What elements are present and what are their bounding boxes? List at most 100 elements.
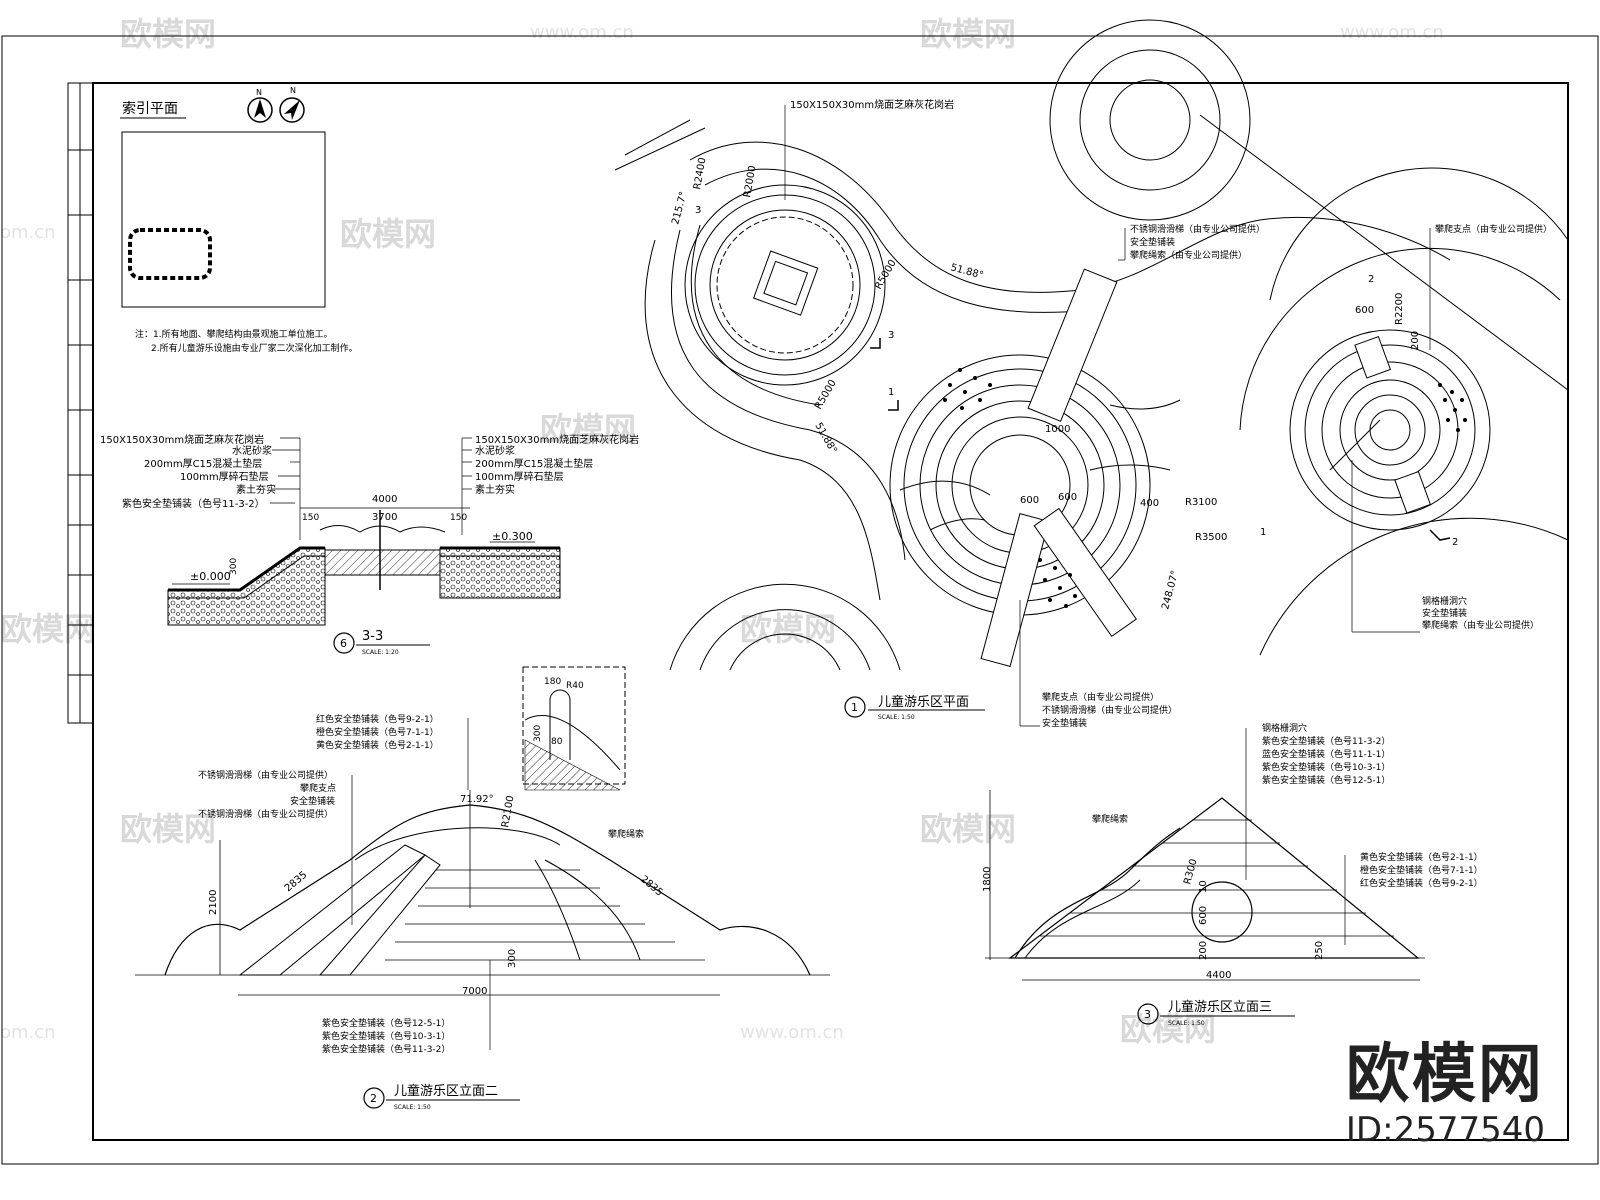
svg-text:300: 300 [507,949,518,968]
north-arrow-icon: N N [247,86,305,123]
svg-text:紫色安全垫铺装（色号12-5-1）: 紫色安全垫铺装（色号12-5-1） [322,1017,450,1029]
watermark-site: www.om.cn [740,1022,844,1043]
svg-text:R3100: R3100 [1185,497,1217,508]
svg-text:51.88°: 51.88° [812,421,838,456]
svg-text:248.07°: 248.07° [1160,569,1181,610]
plan-scale: SCALE: 1:50 [878,714,915,721]
watermark-badge: 欧模网 ID:2577540 [1346,1040,1545,1150]
elev3-title: 儿童游乐区立面三 [1168,999,1272,1015]
svg-text:水泥砂浆: 水泥砂浆 [475,444,515,457]
svg-text:600: 600 [1020,495,1039,506]
svg-text:不锈钢滑滑梯（由专业公司提供）: 不锈钢滑滑梯（由专业公司提供） [1042,704,1177,716]
section-right-labels: 150X150X30mm烧面芝麻灰花岗岩 水泥砂浆 200mm厚C15混凝土垫层… [475,433,639,496]
svg-text:安全垫铺装: 安全垫铺装 [1422,607,1467,619]
svg-text:攀爬绳索: 攀爬绳索 [608,828,644,840]
svg-text:2100: 2100 [208,890,219,915]
svg-text:安全垫铺装: 安全垫铺装 [1042,717,1087,729]
svg-text:600: 600 [1058,492,1077,503]
svg-text:钢格栅洞穴: 钢格栅洞穴 [1422,595,1467,607]
svg-text:3: 3 [888,330,894,341]
svg-text:300: 300 [533,725,543,742]
svg-text:R3500: R3500 [1195,532,1227,543]
watermark-id: ID:2577540 [1345,1110,1545,1150]
climbing-holds [943,368,1077,608]
svg-text:橙色安全垫铺装（色号7-1-1）: 橙色安全垫铺装（色号7-1-1） [316,726,439,738]
svg-text:钢格栅洞穴: 钢格栅洞穴 [1262,722,1307,734]
elev-0-000: ±0.000 [190,570,231,583]
svg-text:200mm厚C15混凝土垫层: 200mm厚C15混凝土垫层 [144,457,262,470]
svg-text:250: 250 [1314,941,1325,960]
svg-text:攀爬绳索（由专业公司提供）: 攀爬绳索（由专业公司提供） [1130,249,1247,261]
watermark-brand: 欧模网 [920,810,1016,848]
elev3-top-labels: 钢格栅洞穴 紫色安全垫铺装（色号11-3-2） 蓝色安全垫铺装（色号11-1-1… [1092,722,1483,889]
svg-text:紫色安全垫铺装（色号11-3-2）: 紫色安全垫铺装（色号11-3-2） [1262,735,1390,747]
outer-border [1,35,1599,1165]
index-highlight-area [128,228,212,280]
dim-150: 150 [450,513,467,523]
svg-text:R2200: R2200 [1394,293,1405,325]
svg-text:200: 200 [1198,941,1209,960]
svg-text:400: 400 [1140,498,1159,509]
svg-text:素土夯实: 素土夯实 [475,483,515,496]
svg-text:2835: 2835 [283,870,310,895]
svg-text:7000: 7000 [462,986,487,997]
elev2-top-labels: 红色安全垫铺装（色号9-2-1） 橙色安全垫铺装（色号7-1-1） 黄色安全垫铺… [198,713,644,840]
svg-text:攀爬绳索（由专业公司提供）: 攀爬绳索（由专业公司提供） [1422,619,1539,631]
svg-text:1: 1 [888,387,894,398]
svg-text:蓝色安全垫铺装（色号11-1-1）: 蓝色安全垫铺装（色号11-1-1） [1262,748,1390,760]
svg-text:4400: 4400 [1206,970,1231,981]
title-strip [67,82,94,724]
watermark-site: om.cn [0,222,56,243]
svg-text:橙色安全垫铺装（色号7-1-1）: 橙色安全垫铺装（色号7-1-1） [1360,864,1483,876]
svg-text:不锈钢滑滑梯（由专业公司提供）: 不锈钢滑滑梯（由专业公司提供） [198,769,333,781]
section-scale: SCALE: 1:20 [362,649,399,656]
svg-text:51.88°: 51.88° [949,262,984,281]
svg-text:215.7°: 215.7° [670,190,689,225]
svg-text:1: 1 [1260,527,1266,538]
svg-text:攀爬支点（由专业公司提供）: 攀爬支点（由专业公司提供） [1042,691,1159,703]
svg-text:R5000: R5000 [813,378,839,412]
elev2-scale: SCALE: 1:50 [394,1104,431,1111]
svg-text:R40: R40 [566,681,584,691]
watermark-brand: 欧模网 [0,610,96,648]
plan-title: 儿童游乐区平面 [878,694,969,710]
svg-text:紫色安全垫铺装（色号12-5-1）: 紫色安全垫铺装（色号12-5-1） [1262,774,1390,786]
svg-text:200mm厚C15混凝土垫层: 200mm厚C15混凝土垫层 [475,457,593,470]
svg-text:R2000: R2000 [742,165,758,199]
svg-text:80: 80 [551,737,563,747]
svg-text:10: 10 [1198,880,1209,893]
watermark-site: www.om.cn [530,22,634,43]
svg-text:安全垫铺装: 安全垫铺装 [1130,236,1175,248]
watermark-brand: 欧模网 [120,810,216,848]
svg-text:100mm厚碎石垫层: 100mm厚碎石垫层 [475,470,564,483]
elevation-3: 钢格栅洞穴 紫色安全垫铺装（色号11-3-2） 蓝色安全垫铺装（色号11-1-1… [982,722,1483,1027]
svg-text:黄色安全垫铺装（色号2-1-1）: 黄色安全垫铺装（色号2-1-1） [1360,851,1483,863]
svg-text:黄色安全垫铺装（色号2-1-1）: 黄色安全垫铺装（色号2-1-1） [316,739,439,751]
svg-text:2: 2 [1452,537,1458,548]
svg-text:150X150X30mm烧面芝麻灰花岗岩: 150X150X30mm烧面芝麻灰花岗岩 [100,433,264,446]
svg-text:600: 600 [1355,305,1374,316]
elev-plus-0-300: ±0.300 [492,530,533,543]
watermark-brand: 欧模网 [920,15,1016,53]
section-number: 6 [340,637,347,650]
watermark-site: om.cn [0,1022,56,1043]
elev2-title: 儿童游乐区立面二 [394,1083,498,1099]
north-label: N [256,88,262,97]
index-site-outline [121,131,326,308]
watermark-brand: 欧模网 [120,15,216,53]
section-title: 3-3 [362,629,383,644]
index-plan: 索引平面 N N 注：1.所有地面、攀爬结构由景观施工单位施工。 2.所有儿童游… [120,86,358,354]
svg-text:1000: 1000 [1045,424,1070,435]
plan-number: 1 [851,701,858,714]
svg-text:攀爬支点（由专业公司提供）: 攀爬支点（由专业公司提供） [1435,223,1552,235]
dim-3700: 3700 [372,512,397,523]
watermark-brand: 欧模网 [340,215,436,253]
svg-text:2: 2 [1368,274,1374,285]
svg-text:100mm厚碎石垫层: 100mm厚碎石垫层 [180,470,269,483]
svg-text:R2400: R2400 [692,157,708,191]
section-left-labels: 150X150X30mm烧面芝麻灰花岗岩 水泥砂浆 200mm厚C15混凝土垫层… [100,433,276,510]
svg-text:紫色安全垫铺装（色号11-3-2）: 紫色安全垫铺装（色号11-3-2） [122,497,265,510]
svg-text:安全垫铺装: 安全垫铺装 [290,795,335,807]
dim-4000: 4000 [372,494,397,505]
